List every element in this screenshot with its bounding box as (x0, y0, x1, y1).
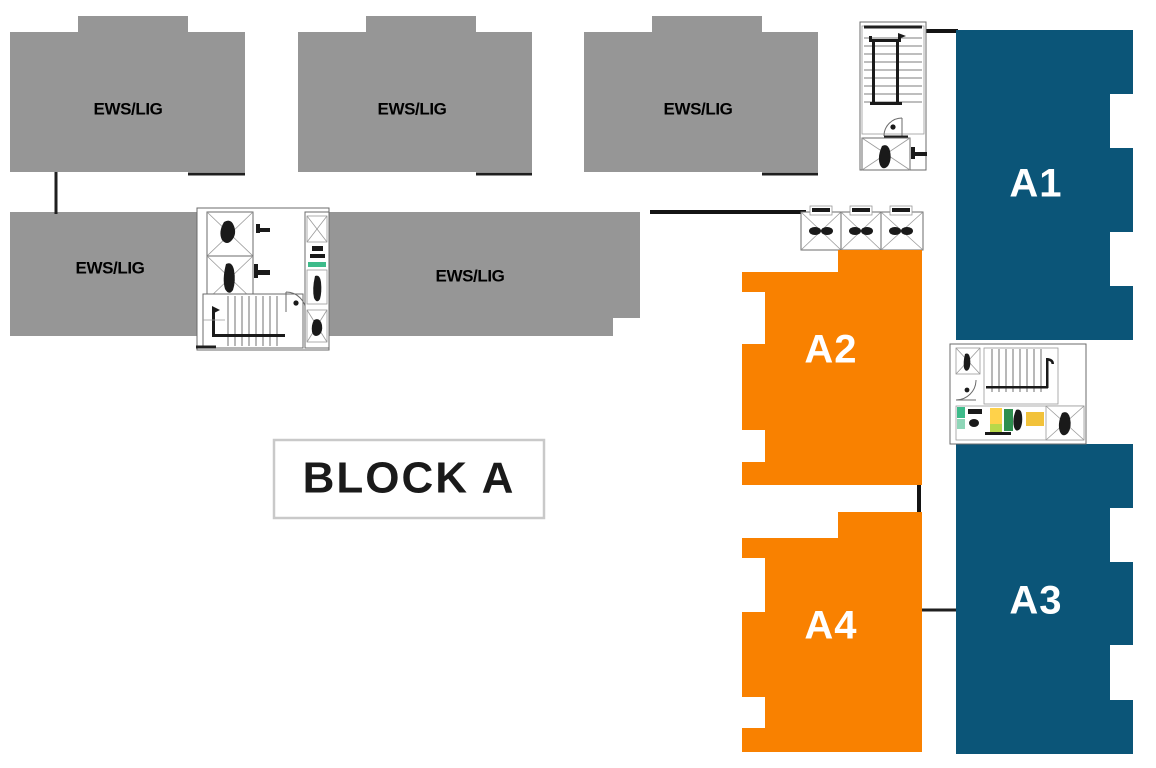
block-title-frame (272, 438, 546, 520)
elevator-shaft (206, 211, 270, 257)
elevator-shaft (206, 255, 270, 301)
stair-elevator-core-center[interactable] (196, 207, 330, 351)
tower-block-a3[interactable]: A3 (956, 444, 1133, 754)
lobby-area (955, 405, 1085, 441)
stairwell (861, 25, 925, 135)
tower-label: A4 (804, 604, 857, 648)
shaft-unit (880, 205, 924, 251)
tower-shape (742, 512, 922, 752)
ews-lig-block[interactable]: EWS/LIG (584, 16, 818, 172)
tower-shape (742, 250, 922, 485)
door-swing-icon (955, 379, 977, 401)
service-shaft-column (304, 211, 330, 349)
elevator-shaft (861, 137, 927, 171)
stairwell (202, 293, 304, 349)
ews-lig-block-group: EWS/LIG EWS/LIG EWS/LIG EWS/LIG EWS/LIG (10, 16, 818, 336)
tower-label: A1 (1009, 162, 1062, 206)
tower-label: A3 (1009, 579, 1062, 623)
ews-lig-shape (584, 16, 818, 172)
block-title-box[interactable]: BLOCK A (272, 438, 546, 520)
tower-shape (956, 444, 1133, 754)
tower-label: A2 (804, 328, 857, 372)
ews-lig-block[interactable]: EWS/LIG (10, 212, 203, 336)
shaft-unit (800, 205, 842, 251)
tower-block-a4[interactable]: A4 (742, 512, 922, 752)
ews-lig-shape (10, 16, 245, 172)
ews-lig-shape (298, 16, 532, 172)
stairwell (983, 347, 1059, 405)
ews-lig-block[interactable]: EWS/LIG (10, 16, 245, 172)
stair-lobby-core-mid-right[interactable] (949, 343, 1087, 445)
ews-lig-block[interactable]: EWS/LIG (298, 16, 532, 172)
elevator-shaft (955, 347, 981, 375)
tower-block-a2[interactable]: A2 (742, 250, 922, 485)
door-swing-icon (883, 117, 908, 139)
ews-lig-shape (326, 212, 640, 336)
shaft-row-three-units[interactable] (800, 205, 924, 251)
ews-lig-label: EWS/LIG (94, 99, 163, 118)
ews-lig-shape (10, 212, 203, 336)
shaft-unit (840, 205, 882, 251)
block-title-label: BLOCK A (303, 454, 516, 503)
tower-group: A1 A2 A3 A4 (742, 30, 1133, 754)
ews-lig-label: EWS/LIG (664, 99, 733, 118)
tower-block-a1[interactable]: A1 (956, 30, 1133, 340)
ews-lig-block[interactable]: EWS/LIG (326, 212, 640, 336)
ews-lig-label: EWS/LIG (436, 266, 505, 285)
stair-elevator-core-top-right[interactable] (859, 21, 927, 171)
tower-shape (956, 30, 1133, 340)
ews-lig-label: EWS/LIG (378, 99, 447, 118)
ews-lig-label: EWS/LIG (76, 258, 145, 277)
